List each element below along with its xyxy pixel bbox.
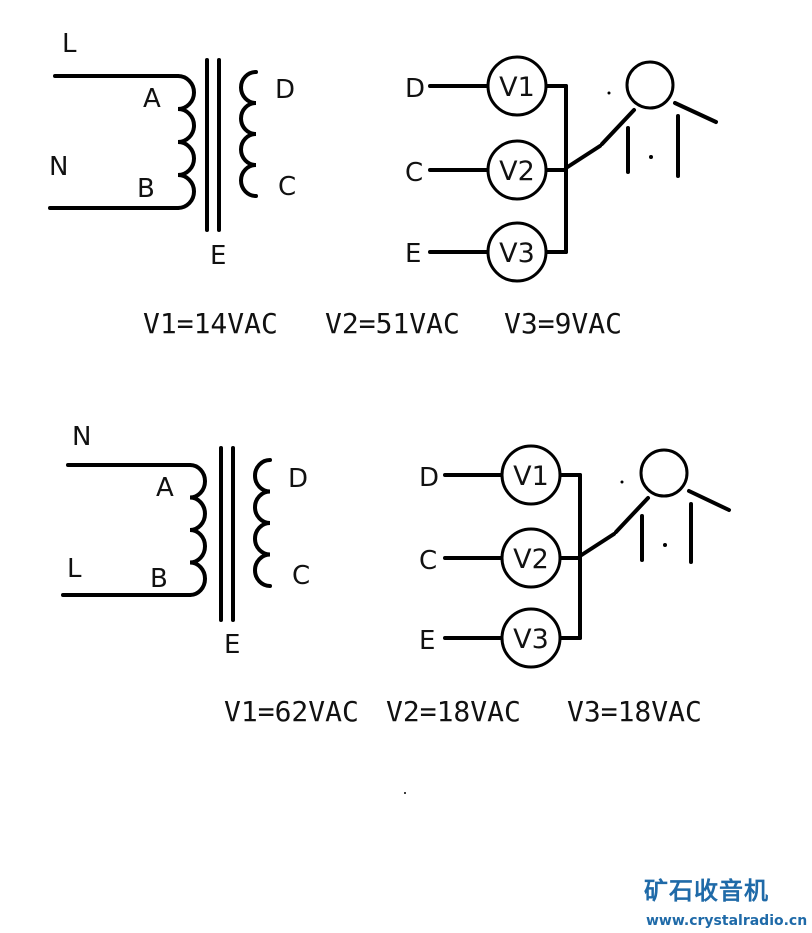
secondary-label-bottom: C — [292, 561, 310, 591]
voltmeter-1-label: V1 — [513, 461, 549, 492]
voltmeter-3 — [500, 607, 562, 669]
watermark-url: www.crystalradio.cn — [646, 913, 807, 929]
voltmeter-2 — [486, 139, 548, 201]
reading-v1: V1=62VAC — [224, 695, 359, 728]
voltmeter-2-label: V2 — [513, 544, 549, 575]
primary-coil — [188, 463, 207, 597]
secondary-label-bottom: C — [278, 172, 296, 202]
meter-bank-2: V1 V2 V3 D C E — [419, 444, 582, 669]
person-head — [625, 60, 675, 110]
secondary-label-top: D — [288, 464, 308, 494]
reading-v2: V2=18VAC — [386, 695, 521, 728]
person-dot — [663, 543, 667, 547]
probe-label-1: D — [405, 74, 425, 104]
secondary-coil — [239, 70, 258, 198]
voltmeter-2-label: V2 — [499, 156, 535, 187]
person-arm-right — [673, 101, 718, 124]
secondary-label-top: D — [275, 75, 295, 105]
voltmeter-1 — [486, 55, 548, 117]
person-arm-right — [687, 489, 731, 512]
probe-label-3: E — [419, 626, 435, 656]
input-label-top: N — [72, 422, 91, 452]
voltmeter-3-label: V3 — [513, 624, 549, 655]
primary-label-top: A — [156, 473, 174, 503]
secondary-coil — [253, 458, 272, 588]
primary-label-bottom: B — [137, 174, 155, 204]
person-dot — [649, 155, 653, 159]
person-arm-left — [614, 496, 650, 534]
stray-dot — [404, 792, 406, 794]
voltmeter-3-label: V3 — [499, 238, 535, 269]
probe-label-2: C — [419, 546, 437, 576]
core-label: E — [210, 241, 226, 271]
voltmeter-1-label: V1 — [499, 72, 535, 103]
reading-v3: V3=18VAC — [567, 695, 702, 728]
watermark-site-name: 矿石收音机 — [644, 877, 769, 905]
voltmeter-3 — [486, 221, 548, 283]
primary-label-bottom: B — [150, 564, 168, 594]
probe-label-2: C — [405, 158, 423, 188]
voltmeter-1 — [500, 444, 562, 506]
core-label: E — [224, 630, 240, 660]
primary-coil — [176, 74, 196, 210]
probe-label-1: D — [419, 463, 439, 493]
person-dot-small — [607, 91, 611, 95]
person-arm-left — [600, 108, 636, 146]
person-arm-link — [564, 144, 602, 170]
circuit-2: N L A B D C E V1 V2 V3 D C E — [61, 422, 731, 728]
transformer-2: N L A B D C E — [61, 422, 310, 660]
readings-1: V1=14VAC V2=51VAC V3=9VAC — [143, 307, 622, 340]
reading-v3: V3=9VAC — [504, 307, 622, 340]
input-label-top: L — [62, 29, 77, 59]
person-figure-2 — [578, 448, 731, 564]
readings-2: V1=62VAC V2=18VAC V3=18VAC — [224, 695, 702, 728]
voltmeter-2 — [500, 527, 562, 589]
person-arm-link — [578, 532, 616, 558]
reading-v2: V2=51VAC — [325, 307, 460, 340]
probe-label-3: E — [405, 239, 421, 269]
transformer-1: L N A B D C E — [48, 29, 296, 271]
input-label-bottom: N — [49, 152, 68, 182]
person-dot-small — [620, 480, 624, 484]
person-figure-1 — [564, 60, 718, 178]
person-head — [639, 448, 689, 498]
primary-label-top: A — [143, 84, 161, 114]
watermark: 矿石收音机 www.crystalradio.cn — [644, 877, 807, 929]
reading-v1: V1=14VAC — [143, 307, 278, 340]
meter-bank-1: V1 V2 V3 D C E — [405, 55, 568, 283]
circuit-1: L N A B D C E V1 V2 V3 D — [48, 29, 718, 340]
input-label-bottom: L — [67, 554, 82, 584]
